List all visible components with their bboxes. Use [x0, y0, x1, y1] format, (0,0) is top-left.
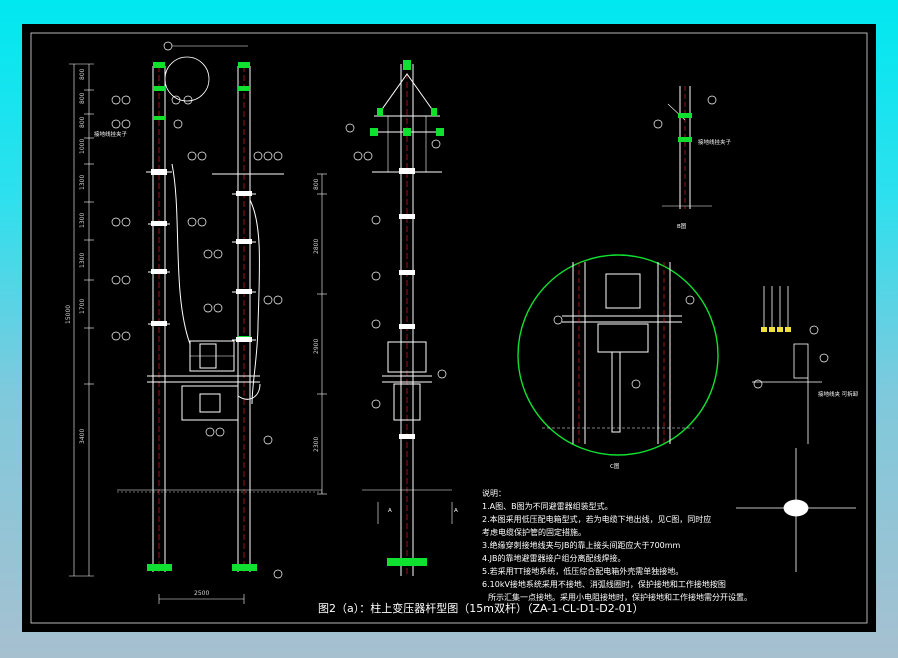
side-elevation	[317, 64, 453, 576]
double-pole-elevation	[69, 45, 322, 604]
notes-block: 说明： 1.A图、B图为不同避雷器组装型式。 2.本图采用低压配电箱型式，若为电…	[482, 488, 752, 602]
ground-note-label: 接地线夹 可拆卸	[818, 390, 859, 398]
note-line: 2.本图采用低压配电箱型式，若为电缆下地出线，见C图，同时应	[482, 514, 711, 524]
left-green-fittings	[147, 62, 257, 571]
dim-label: 1000	[79, 139, 86, 154]
drawing-canvas: 图2（a）：柱上变压器杆型图（15m双杆）（ZA-1-CL-D1-D2-01） …	[30, 32, 868, 624]
width-dimension: 2500	[194, 590, 209, 597]
view-c-detail	[517, 254, 719, 456]
left-pole-ties	[151, 169, 252, 342]
drawing-frame: 图2（a）：柱上变压器杆型图（15m双杆）（ZA-1-CL-D1-D2-01） …	[22, 24, 876, 632]
drawing-title: 图2（a）：柱上变压器杆型图（15m双杆）（ZA-1-CL-D1-D2-01）	[318, 601, 644, 615]
dim-label: 800	[313, 178, 320, 190]
clamp-label: 接地线挂夹子	[94, 130, 128, 138]
view-b-clamp-label: 接地线挂夹子	[698, 138, 732, 146]
mid-dimensions: 800 2800 2900 2300	[313, 178, 320, 452]
view-b-label: B图	[677, 222, 687, 230]
side-elevation-fittings	[370, 60, 444, 566]
grounding-terminal-markers	[761, 327, 791, 332]
section-a-label-right: A	[454, 508, 458, 514]
dim-label: 2900	[313, 339, 320, 354]
dim-label: 3400	[79, 429, 86, 444]
dim-label: 1700	[79, 299, 86, 314]
view-b-detail	[662, 86, 712, 209]
view-c-label: C图	[610, 462, 620, 470]
dim-label: 1300	[79, 175, 86, 190]
notes-heading: 说明：	[482, 488, 506, 498]
dim-label: 800	[79, 116, 86, 128]
note-line: 考虑电缆保护管的固定措施。	[482, 527, 586, 537]
note-line: 5.若采用TT接地系统，低压综合配电箱外壳需单独接地。	[482, 566, 683, 576]
dim-label: 800	[79, 92, 86, 104]
inner-border	[30, 32, 868, 624]
note-line: 6.10kV接地系统采用不接地、消弧线圈时，保护接地和工作接地按图	[482, 579, 726, 589]
note-line: 4.JB的靠地避雷器接户组分离配线焊接。	[482, 553, 625, 563]
dim-label: 2300	[313, 437, 320, 452]
note-line: 1.A图、B图为不同避雷器组装型式。	[482, 501, 613, 511]
grounding-terminal-detail	[752, 286, 822, 444]
section-a-detail	[736, 448, 856, 572]
dim-label: 1300	[79, 213, 86, 228]
dim-label: 800	[79, 68, 86, 80]
left-dimensions: 800 800 800 1000 1300 1300 1300 1700 340…	[79, 68, 86, 444]
note-line: 3.绝缘穿刺接地线夹与JB的靠上接头间距应大于700mm	[482, 540, 681, 550]
section-a-label-left: A	[388, 508, 392, 514]
callout-bubbles	[111, 41, 829, 579]
total-height-dimension: 15000	[65, 305, 72, 324]
view-b-fittings	[678, 113, 692, 142]
dim-label: 1300	[79, 253, 86, 268]
note-line: 所示汇集一点接地。采用小电阻接地时，保护接地和工作接地需分开设置。	[488, 592, 752, 602]
dim-label: 2800	[313, 239, 320, 254]
